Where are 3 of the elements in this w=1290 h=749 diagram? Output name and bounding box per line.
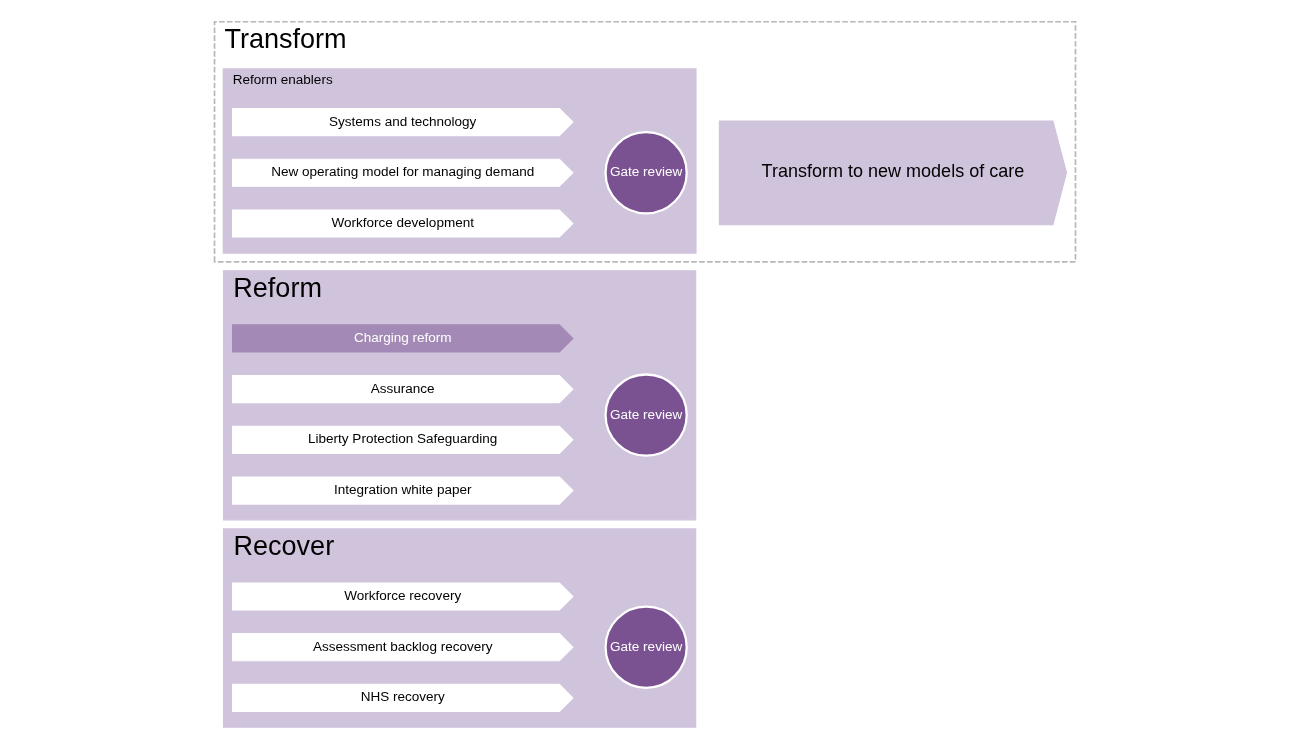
- node-circle: Gate review: [604, 605, 688, 689]
- node-circle: Gate review: [604, 373, 688, 457]
- node-circle: Gate review: [604, 131, 688, 215]
